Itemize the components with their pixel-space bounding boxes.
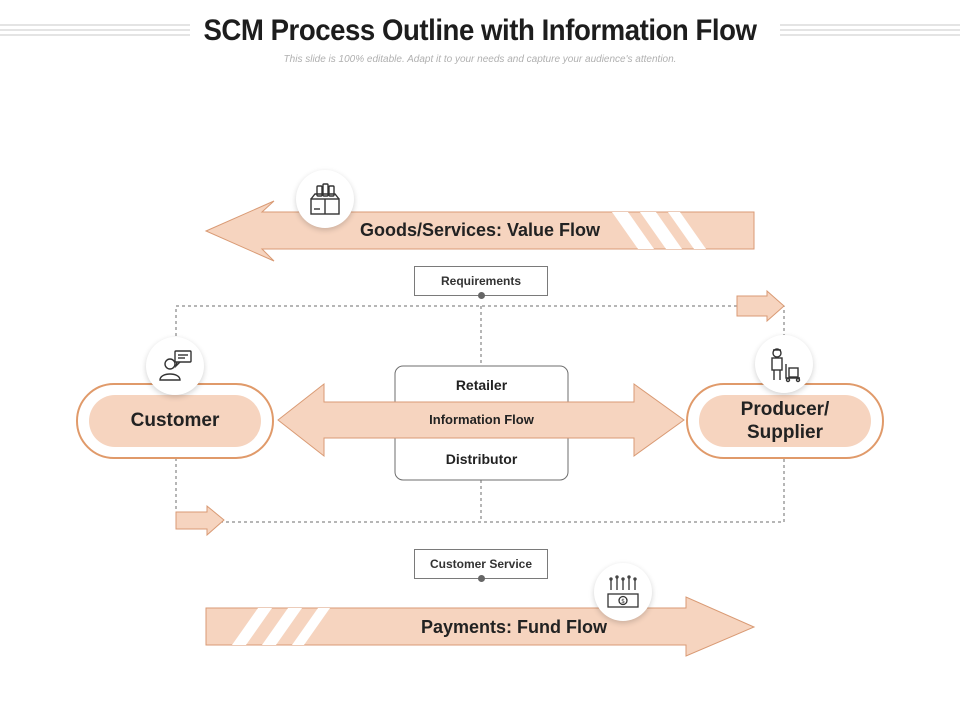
payments-flow-label: Payments: Fund Flow: [420, 617, 607, 637]
customer-service-tag: Customer Service: [414, 549, 548, 582]
customer-label: Customer: [130, 410, 220, 431]
page-subtitle: This slide is 100% editable. Adapt it to…: [283, 54, 677, 65]
requirements-label: Requirements: [440, 274, 522, 288]
goods-flow-label: Goods/Services: Value Flow: [359, 220, 601, 240]
goods-box-icon: [296, 170, 354, 228]
svg-text:$: $: [621, 598, 625, 605]
header-decoration-left: [0, 24, 190, 44]
retailer-label: Retailer: [455, 377, 508, 393]
requirements-tag: Requirements: [414, 266, 548, 299]
requirements-connector-dot: [477, 292, 485, 299]
money-icon: $: [594, 563, 652, 621]
customer-service-label: Customer Service: [429, 557, 533, 571]
customer-service-connector-dot: [477, 575, 485, 582]
information-flow-label: Information Flow: [429, 412, 534, 427]
producer-label: Producer/ Supplier: [740, 399, 830, 443]
information-flow-arrow: [277, 382, 685, 458]
customer-node: [76, 383, 274, 459]
header-decoration-right: [780, 24, 960, 44]
small-arrow-bottom: [175, 504, 225, 537]
small-arrow-top: [736, 289, 785, 323]
worker-cart-icon: [755, 335, 813, 393]
page-title: SCM Process Outline with Information Flo…: [203, 14, 757, 47]
producer-node: [686, 383, 884, 459]
distributor-label: Distributor: [445, 451, 518, 467]
customer-chat-icon: [146, 337, 204, 395]
